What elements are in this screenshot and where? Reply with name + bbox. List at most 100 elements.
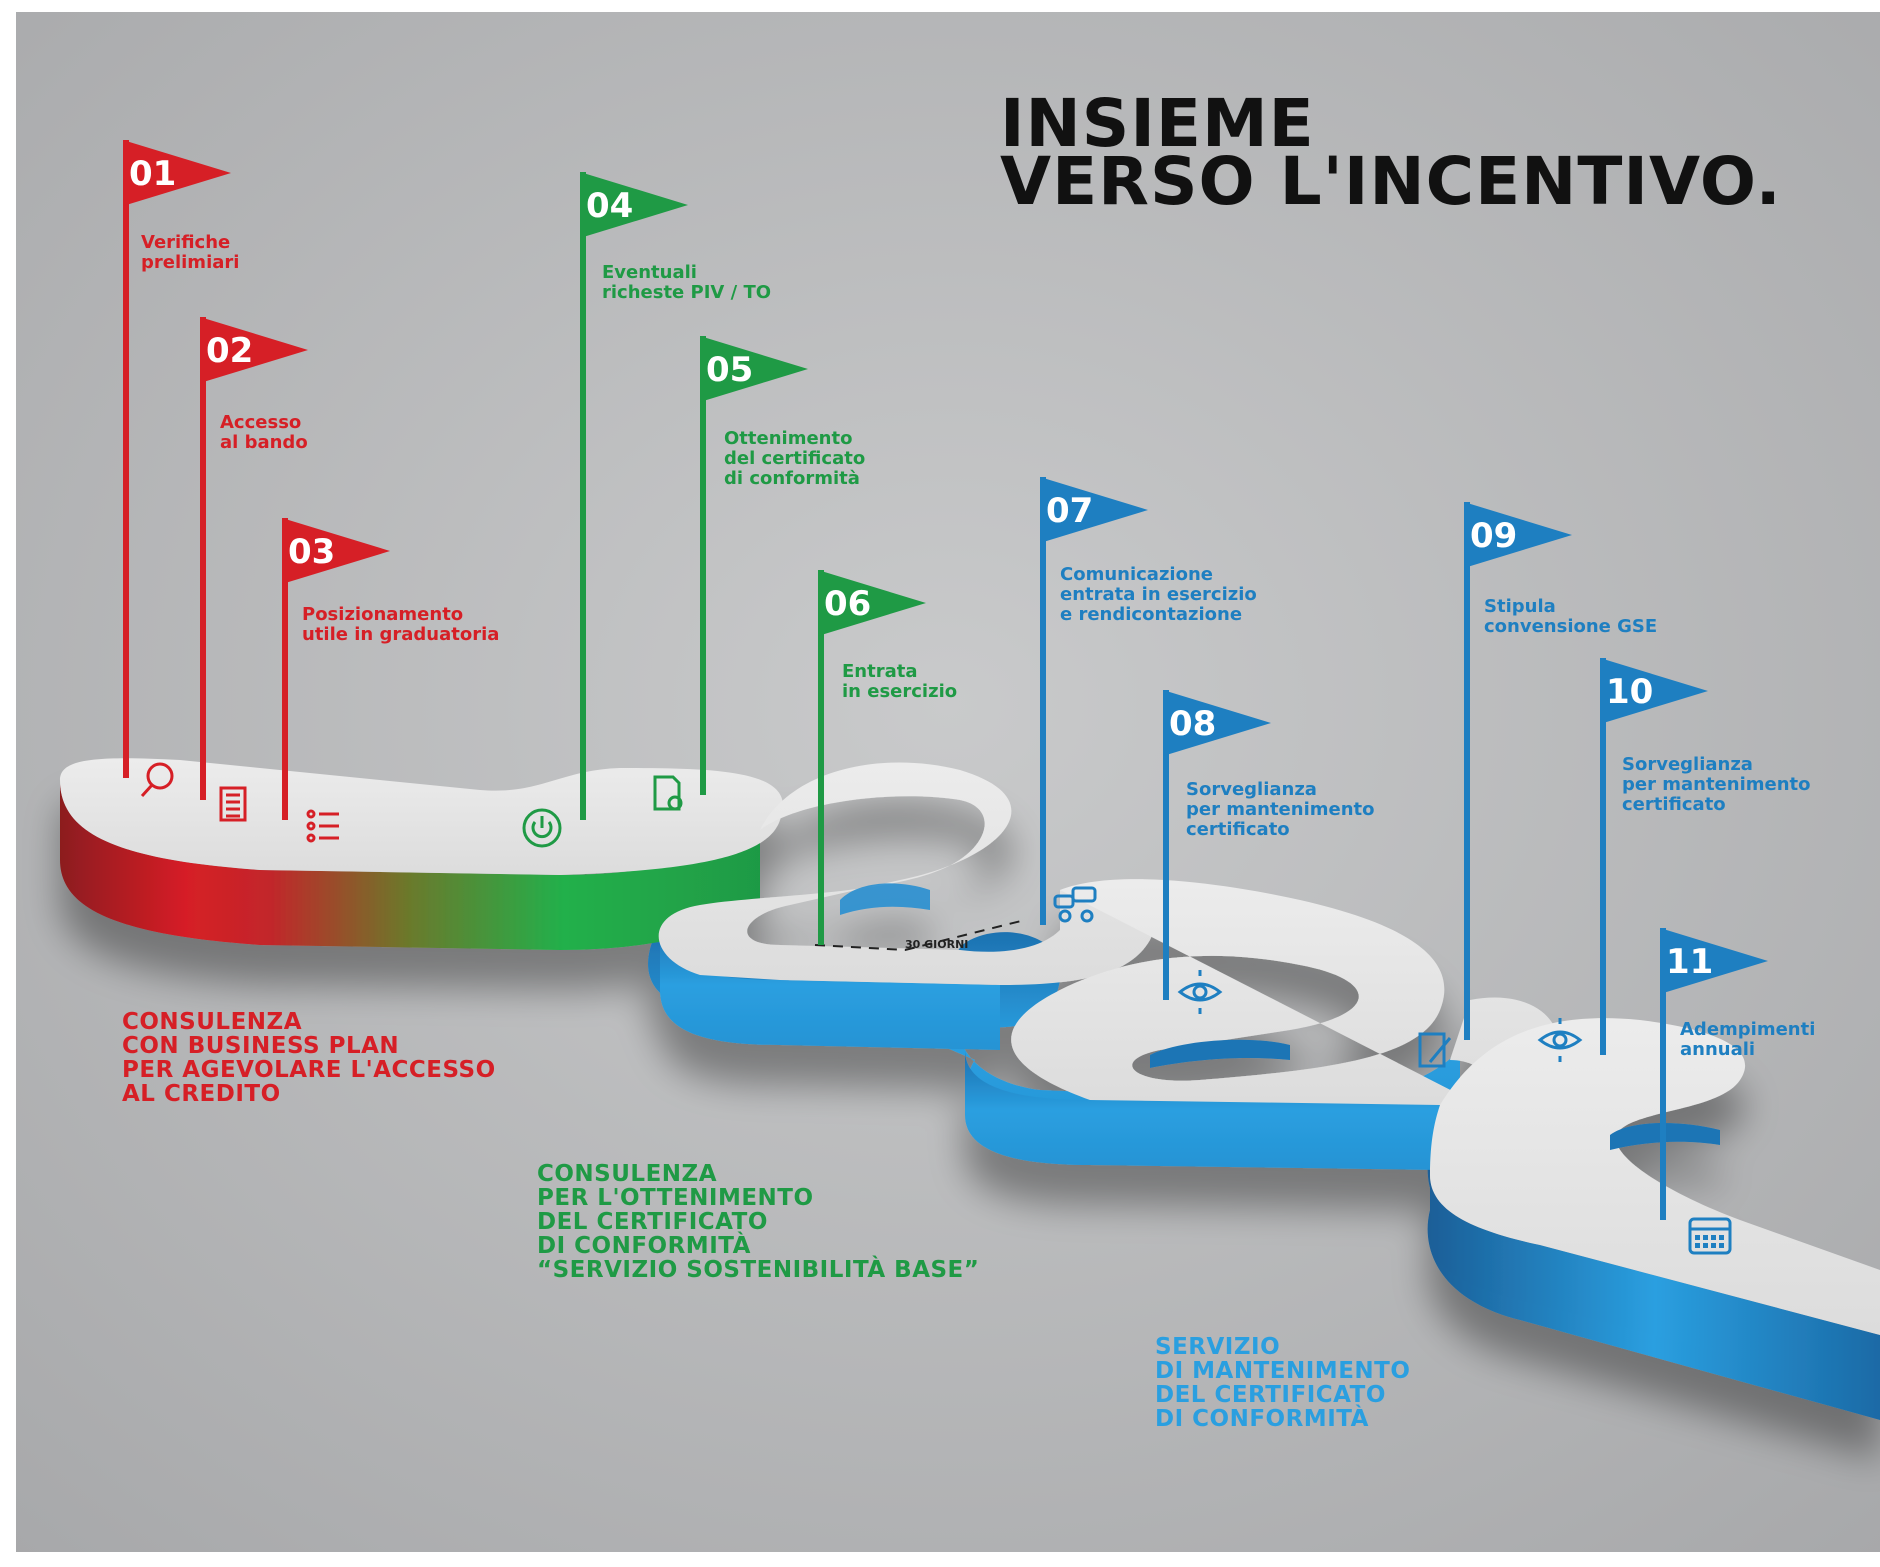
flag-label-line: Sorveglianza [1622,754,1753,775]
section-blue-line: DI CONFORMITÀ [1155,1406,1369,1432]
section-green-line: CONSULENZA [537,1161,718,1187]
flag-number: 03 [288,532,335,572]
flag-number: 02 [206,331,253,371]
flag-number: 08 [1169,704,1216,744]
flag-pennant [580,172,688,238]
flag-label-line: di conformità [724,468,860,489]
flag-pennant [200,317,308,383]
road [60,758,1880,1420]
days-label: 30 GIORNI [905,938,968,951]
road-top-3 [1011,879,1560,1105]
flag-label-line: per mantenimento [1186,799,1375,820]
flag-pole [282,518,288,820]
flag-pennant [282,518,390,584]
flag-pennant [818,570,926,636]
calendar-icon [1688,1217,1732,1255]
document-icon [219,786,247,822]
icons-group [140,762,1732,1255]
days-dashed-line [814,919,1026,952]
flag-label-line: al bando [220,432,308,453]
flag-label-line: Sorveglianza [1186,779,1317,800]
section-blue-line: DEL CERTIFICATO [1155,1382,1386,1408]
flag-pennant [1600,658,1708,724]
section-red-line: PER AGEVOLARE L'ACCESSO [122,1057,496,1083]
road-top-4 [1430,1018,1880,1335]
flag-label-line: prelimiari [141,252,239,273]
flag-label-line: certificato [1186,819,1290,840]
flag-pole [1464,502,1470,1040]
flag-pole [1660,928,1666,1220]
road-wall-front-1 [660,920,1000,1050]
page-title: INSIEME VERSO L'INCENTIVO. [1000,85,1782,220]
flag-label-line: per mantenimento [1622,774,1811,795]
flag-label-line: utile in graduatoria [302,624,499,645]
road-wall-red-green [60,780,760,950]
certificate-icon [653,775,683,811]
sign-document-icon [1418,1032,1452,1068]
section-blue-line: DI MANTENIMENTO [1155,1358,1411,1384]
flag-pole [1163,690,1169,1000]
flag-pennant [123,140,231,206]
section-green-line: “SERVIZIO SOSTENIBILITÀ BASE” [537,1257,980,1283]
flag-label-line: Posizionamento [302,604,463,625]
flag-label-line: Ottenimento [724,428,852,449]
flag-pole [1600,658,1606,1055]
flag-number: 10 [1606,672,1653,712]
road-gap-2 [1150,1039,1290,1068]
section-green-line: DEL CERTIFICATO [537,1209,768,1235]
title-line-1: INSIEME [1000,85,1315,162]
eye-icon [1177,970,1223,1014]
section-red-line: AL CREDITO [122,1081,281,1107]
section-green-line: PER L'OTTENIMENTO [537,1185,814,1211]
flag-pole [200,317,206,800]
flag-pole [123,140,129,778]
flag-label-line: entrata in esercizio [1060,584,1257,605]
flag-pennant [1163,690,1271,756]
power-icon [522,808,562,848]
flag-pole [580,172,586,820]
flag-number: 06 [824,584,871,624]
flag-number: 11 [1666,942,1713,982]
road-wall-front-3 [1430,1175,1880,1395]
flag-pole [1040,477,1046,925]
title-line-2: VERSO L'INCENTIVO. [1000,143,1782,220]
road-wall-front-2 [965,1050,1440,1170]
road-gap-1 [840,883,930,915]
flag-number: 05 [706,350,753,390]
section-red-line: CONSULENZA [122,1009,303,1035]
section-blue-line: SERVIZIO [1155,1334,1281,1360]
checklist-icon [306,809,339,843]
flag-label-line: Verifiche [141,232,230,253]
section-green-line: DI CONFORMITÀ [537,1233,751,1259]
eye-icon [1537,1018,1583,1062]
flag-label-line: Comunicazione [1060,564,1213,585]
flag-label-line: Stipula [1484,596,1556,617]
flag-pole [818,570,824,945]
flag-number: 09 [1470,516,1517,556]
flag-label-line: convensione GSE [1484,616,1657,637]
flag-label-line: del certificato [724,448,865,469]
flag-label-line: Eventuali [602,262,697,283]
flag-pole [700,336,706,795]
flag-pennant [1660,928,1768,994]
road-top-2 [658,762,1154,985]
flag-label-line: Accesso [220,412,301,433]
flag-number: 07 [1046,491,1093,531]
flag-pennant [1464,502,1572,568]
flag-label-line: Adempimenti [1680,1019,1815,1040]
section-red-line: CON BUSINESS PLAN [122,1033,400,1059]
flag-number: 01 [129,154,176,194]
